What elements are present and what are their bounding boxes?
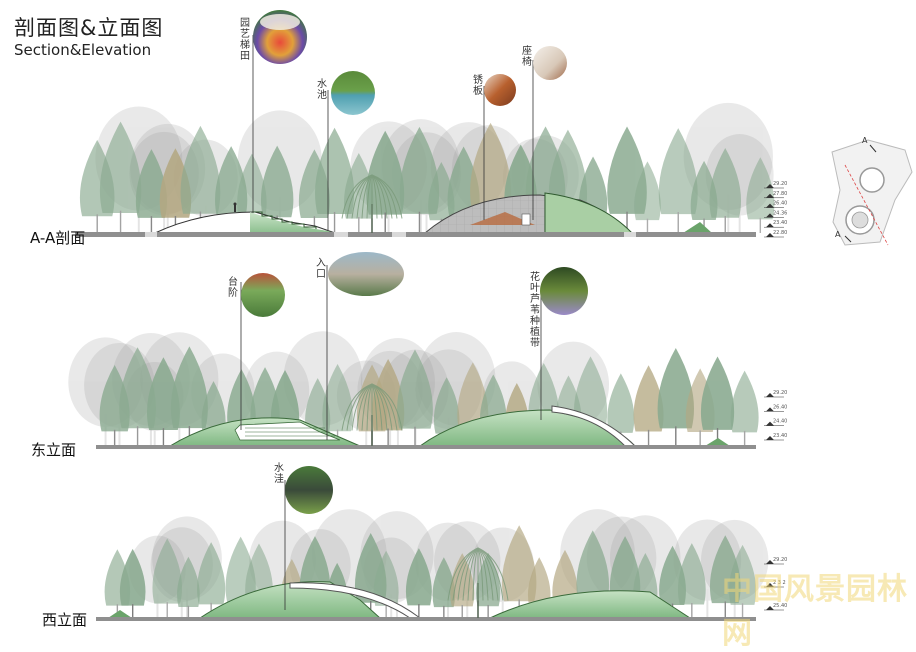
svg-text:29.20: 29.20 (773, 390, 787, 396)
tree (197, 542, 226, 618)
photo-puddle (285, 466, 333, 514)
svg-text:24.40: 24.40 (773, 419, 787, 425)
drawing-sheet: 剖面图&立面图 Section&Elevation (14, 10, 913, 651)
level-marker: 24.40 (764, 419, 787, 426)
tree (657, 347, 694, 446)
tree (658, 128, 698, 233)
tree (405, 548, 432, 618)
tree (709, 148, 742, 233)
photo-seat (533, 46, 567, 80)
tree (633, 365, 664, 446)
west-elevation-ground (96, 581, 756, 621)
tree (746, 157, 775, 233)
tree (315, 127, 355, 233)
levels-east-elevation: 29.20 26.40 24.40 23.40 (764, 390, 787, 441)
section-aa-callouts (252, 10, 567, 230)
svg-text:22.80: 22.80 (773, 230, 787, 236)
photo-entrance (328, 252, 404, 296)
photo-steps (241, 273, 285, 317)
callout-seat: 座椅 (522, 44, 532, 68)
west-elevation-callouts (284, 466, 333, 610)
svg-text:2 3 2: 2 3 2 (773, 580, 786, 586)
level-marker: 27.80 (764, 191, 787, 199)
level-marker: 25.40 (764, 603, 787, 611)
keymap-marker-top: A (862, 136, 868, 145)
section-label-east: 东立面 (31, 441, 77, 459)
east-elevation-callouts (240, 252, 588, 440)
svg-text:25.40: 25.40 (773, 603, 787, 609)
level-marker: 29.20 (764, 390, 787, 398)
callout-pool: 水池 (317, 78, 327, 101)
photo-reed-planting (540, 267, 588, 315)
willow-tree (447, 547, 509, 618)
watermark-logo: 中国风景园林网 (722, 572, 908, 651)
level-marker: 24.36 (764, 210, 787, 218)
level-marker: 29.20 (764, 557, 787, 565)
tree (677, 543, 706, 618)
callout-rust-plate: 锈板 (473, 73, 483, 97)
sheet-title-cn: 剖面图&立面图 (14, 16, 164, 40)
east-elevation-ground (96, 405, 756, 449)
svg-text:29.20: 29.20 (773, 181, 787, 187)
tree (432, 557, 456, 618)
willow-tree (341, 383, 403, 446)
levels-section-aa: 29.20 27.80 26.40 24.36 23.40 22.80 (764, 181, 787, 238)
tree (634, 161, 661, 233)
tree (397, 349, 433, 446)
section-label-west: 西立面 (42, 611, 88, 629)
keymap-marker-bottom: A (835, 230, 841, 239)
photo-pool (331, 71, 375, 115)
tree (119, 347, 156, 446)
tree (177, 556, 200, 618)
willow-tree (341, 174, 403, 233)
section-aa-ground (75, 192, 756, 237)
trees-west-elevation (104, 509, 769, 618)
svg-text:24.36: 24.36 (773, 210, 787, 216)
level-marker: 2 3 2 (764, 580, 786, 588)
section-label-aa: A-A剖面 (30, 229, 86, 247)
photo-rust-plate (484, 74, 516, 106)
callout-steps: 台阶 (228, 275, 238, 299)
svg-text:26.40: 26.40 (773, 404, 787, 410)
svg-text:27.80: 27.80 (773, 191, 787, 197)
tree (99, 121, 142, 233)
callout-garden-terrace: 园艺梯田 (240, 17, 250, 62)
level-marker: 23.40 (764, 433, 787, 441)
svg-text:26.40: 26.40 (773, 201, 787, 207)
level-marker: 26.40 (764, 404, 787, 412)
callout-puddle: 水洼 (274, 462, 284, 485)
sheet-title-en: Section&Elevation (14, 41, 152, 59)
tree (700, 356, 735, 446)
tree (135, 149, 168, 233)
svg-text:23.40: 23.40 (773, 220, 787, 226)
level-marker: 26.40 (764, 201, 787, 208)
key-map (831, 139, 913, 246)
trees-east-elevation (68, 331, 759, 446)
level-marker: 29.20 (764, 181, 787, 189)
tree (728, 544, 757, 618)
trees-section-aa (79, 102, 775, 233)
svg-text:23.40: 23.40 (773, 433, 787, 439)
elevation-drawings: 29.20 27.80 26.40 24.36 23.40 22.80 29.20 26.4… (68, 10, 913, 621)
callout-entrance: 入口 (316, 258, 326, 280)
svg-text:29.20: 29.20 (773, 557, 787, 563)
callout-reed-planting: 花叶芦苇种植带 (530, 270, 540, 349)
tree (119, 548, 146, 618)
levels-west-elevation: 29.20 2 3 2 25.40 (764, 557, 787, 611)
level-marker: 23.40 (764, 220, 787, 228)
tree (399, 126, 440, 233)
tree (373, 550, 399, 618)
tree (730, 370, 759, 446)
level-marker: 22.80 (764, 230, 787, 238)
tree (152, 538, 183, 618)
